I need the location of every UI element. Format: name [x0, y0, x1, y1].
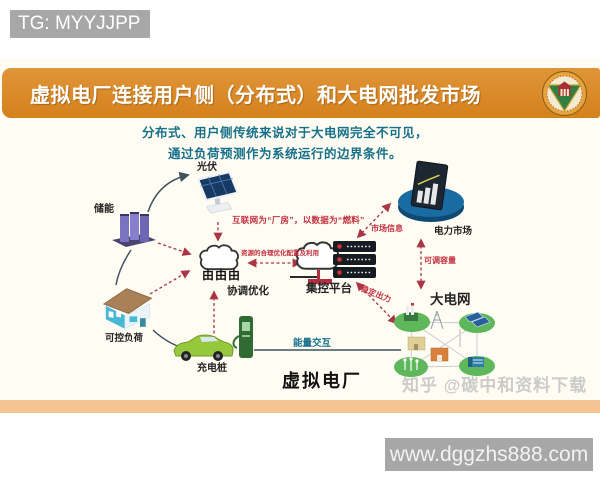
wind-turbine-icon — [403, 357, 419, 371]
slide-title: 虚拟电厂连接用户侧（分布式）和大电网批发市场 — [30, 84, 481, 107]
coordination-cloud-icon — [199, 244, 239, 271]
label-pv: 光伏 — [197, 162, 217, 173]
intro-line-1: 分布式、用户侧传统来说对于大电网完全不可见， — [141, 126, 428, 140]
label-big-grid: 大电网 — [430, 292, 471, 307]
label-cloud-towers: 由由由 — [202, 268, 242, 282]
intro-line-2: 通过负荷预测作为系统运行的边界条件。 — [167, 147, 402, 161]
ev-car-icon — [173, 334, 234, 361]
mini-solar-icon — [464, 311, 491, 328]
solar-panel-icon — [196, 170, 239, 214]
power-market-icon — [398, 160, 464, 222]
house-load-icon — [102, 288, 153, 330]
intro-text: 分布式、用户侧传统来说对于大电网完全不可见， 通过负荷预测作为系统运行的边界条件… — [0, 123, 570, 165]
pole-icon — [459, 329, 461, 347]
control-platform-icon — [290, 241, 376, 284]
annotation-internet-quote: 互联网为“厂房”，以数据为“燃料” — [232, 215, 365, 225]
label-control-platform: 集控平台 — [306, 283, 352, 295]
server-rack-icon — [333, 241, 376, 278]
label-storage: 储能 — [94, 204, 114, 215]
annotation-resource-optimization: 资源的合理优化配置及利用 — [241, 250, 319, 257]
battery-storage-icon — [112, 212, 156, 247]
title-bar: 虚拟电厂连接用户侧（分布式）和大电网批发市场 — [2, 68, 600, 118]
school-badge-logo — [542, 71, 587, 116]
label-vpp: 虚拟电厂 — [282, 371, 362, 391]
zhihu-watermark: 知乎 @碳中和资料下载 — [402, 376, 588, 395]
plant-icon — [404, 298, 418, 321]
annotation-adjustable-capacity: 可调容量 — [424, 256, 456, 265]
charging-pile-icon — [232, 316, 253, 358]
label-power-market: 电力市场 — [434, 226, 473, 237]
tg-watermark-label: TG: MYYJJPP — [10, 10, 150, 38]
footer-url-label: www.dggzhs888.com — [385, 438, 593, 471]
annotation-energy-exchange: 能量交互 — [293, 338, 332, 349]
transmission-tower-icon — [430, 310, 444, 330]
label-controllable-load: 可控负荷 — [105, 333, 144, 344]
annotation-market-info: 市场信息 — [371, 224, 403, 233]
label-coordination: 协调优化 — [227, 285, 269, 297]
diagram-connections — [115, 171, 426, 351]
power-grid-network-icon — [394, 298, 495, 377]
hydro-building-icon — [468, 357, 484, 367]
footer-strip — [0, 400, 600, 413]
label-charging-pile: 充电桩 — [197, 363, 227, 374]
